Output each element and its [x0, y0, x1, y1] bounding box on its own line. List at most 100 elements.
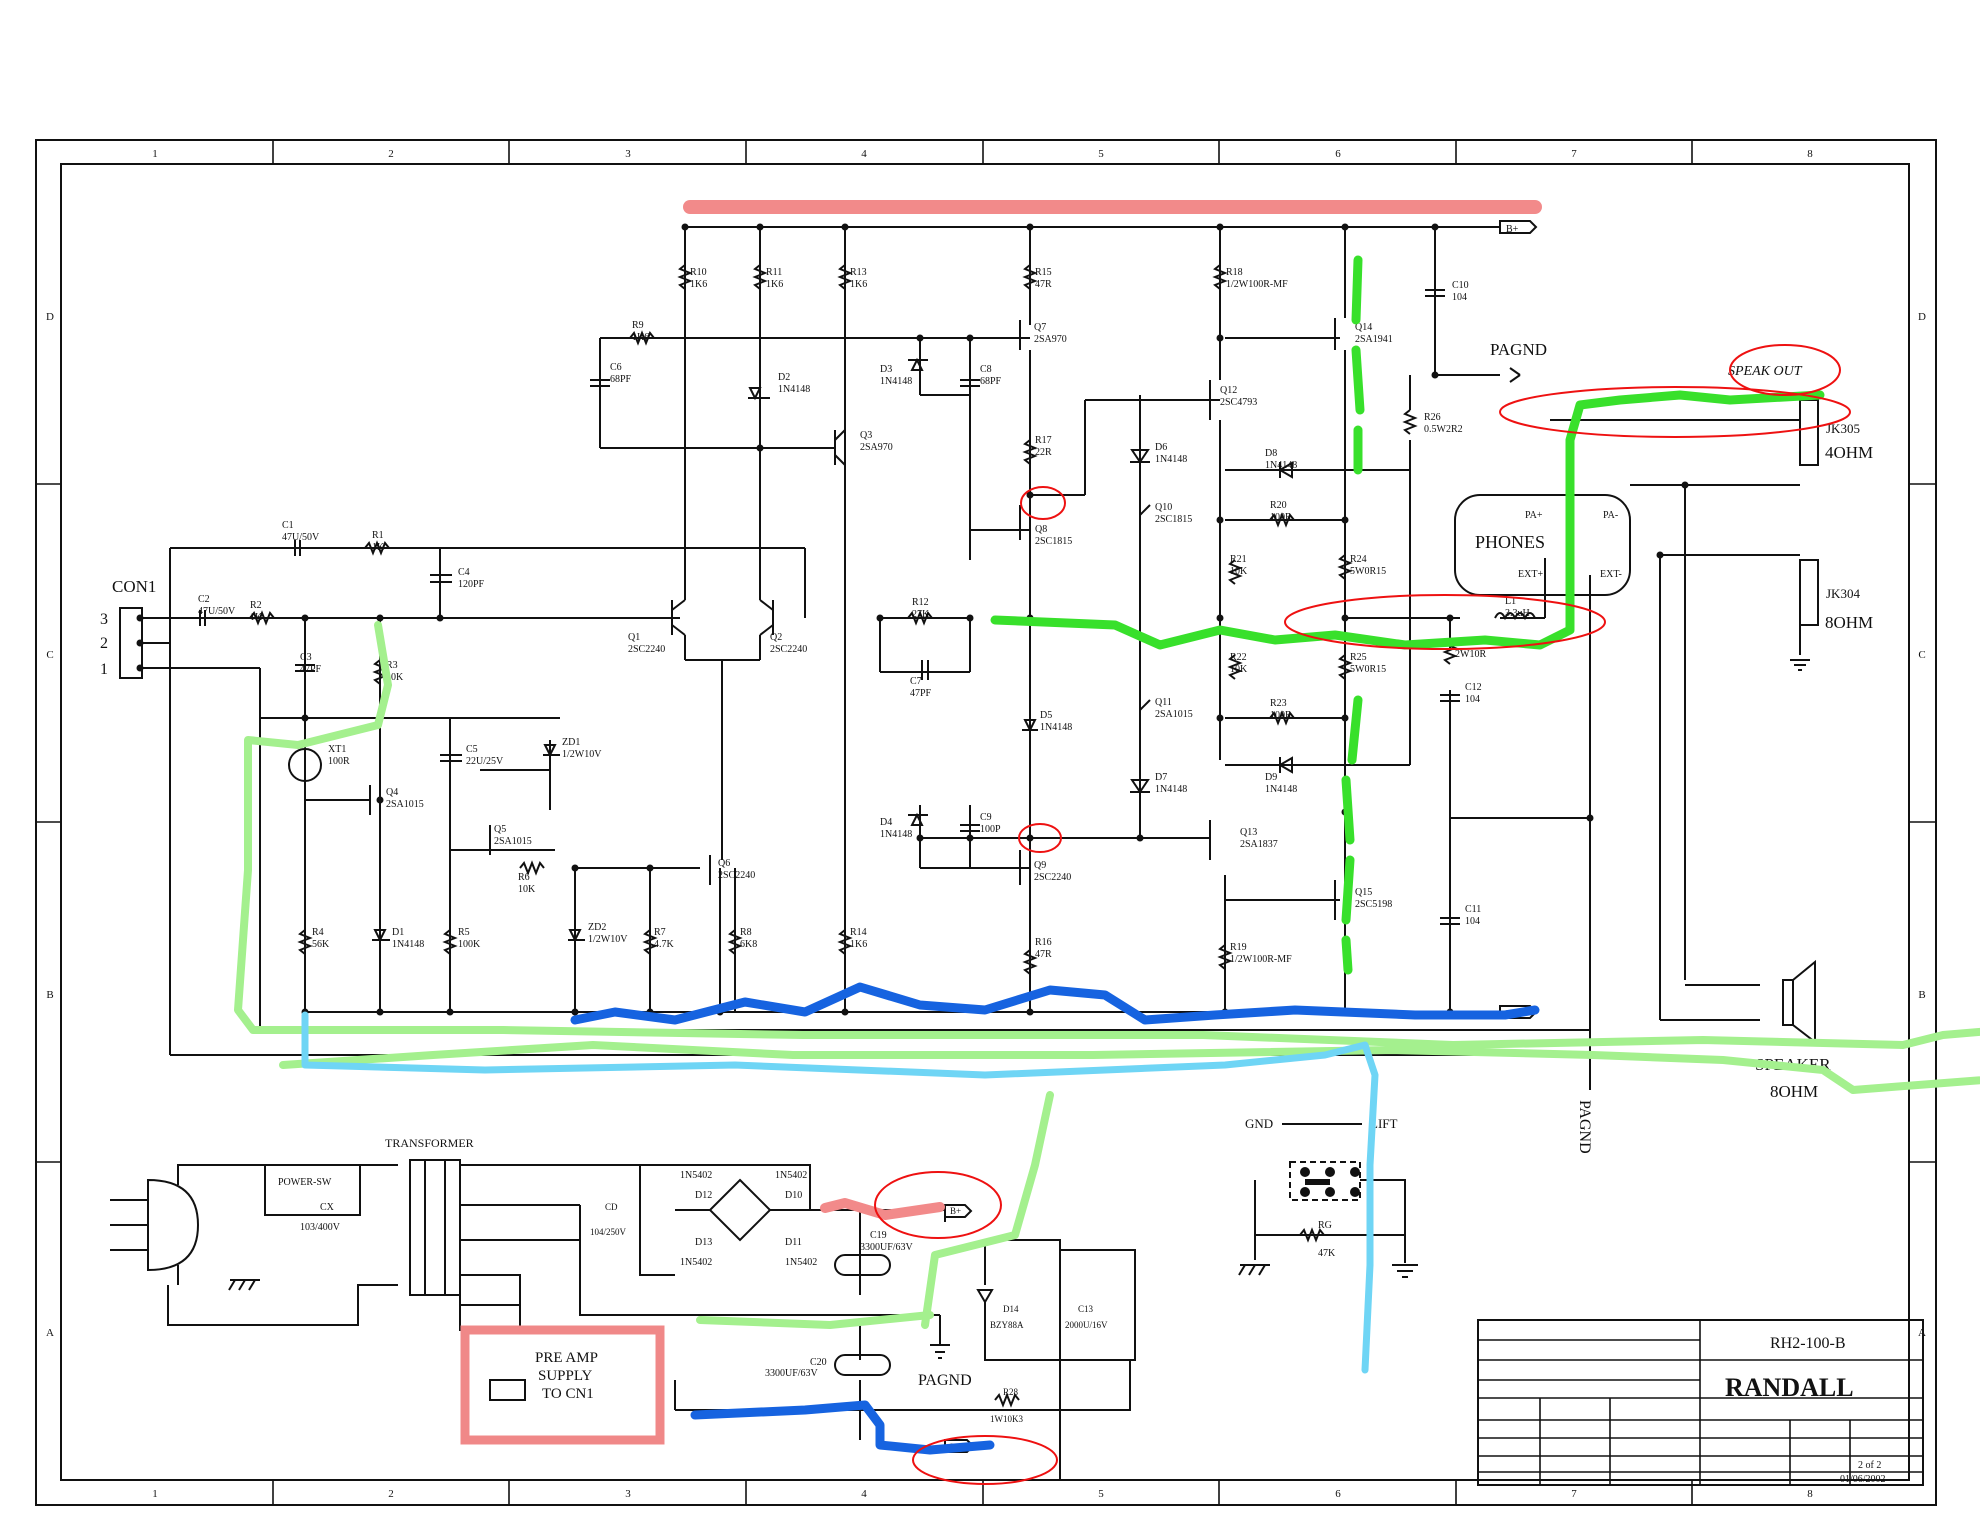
row-label-right-d: D	[1918, 311, 1926, 323]
d4-value: 1N4148	[880, 829, 912, 840]
r24-value: 5W0R15	[1350, 566, 1386, 577]
d10-value: 1N5402	[775, 1170, 807, 1181]
d4-name: D4	[880, 817, 892, 828]
r22-name: R22	[1230, 652, 1247, 663]
r16-name: R16	[1035, 937, 1052, 948]
r11-name: R11	[766, 267, 782, 278]
c8-name: C8	[980, 364, 992, 375]
r13-value: 1K6	[850, 279, 867, 290]
title-block: RH2-100-B RANDALL 2 of 2 01/06/2002	[1477, 1319, 1924, 1486]
c4-value: 120PF	[458, 579, 485, 590]
c9-value: 100P	[980, 824, 1001, 835]
c13-value: 2000U/16V	[1065, 1320, 1108, 1330]
q12-value: 2SC4793	[1220, 397, 1257, 408]
amplifier-wiring	[140, 226, 1801, 1090]
c11-value: 104	[1465, 916, 1480, 927]
d2-value: 1N4148	[778, 384, 810, 395]
c19-label: C19	[870, 1230, 887, 1241]
r25-name: R25	[1350, 652, 1367, 663]
r21-value: 10K	[1230, 566, 1248, 577]
q15-value: 2SC5198	[1355, 899, 1392, 910]
b-plus-rail-label: B+	[1506, 224, 1519, 235]
d5-value: 1N4148	[1040, 722, 1072, 733]
r19-name: R19	[1230, 942, 1247, 953]
power-supply-section: POWER-SW CX 103/400V TRANSFORMER PRE AMP…	[110, 1136, 1136, 1480]
cd-label: CD	[605, 1202, 618, 1212]
red-circle-b-minus-supply	[912, 1435, 1058, 1485]
r1-value: 1K	[372, 542, 385, 553]
rg-label: RG	[1318, 1220, 1332, 1231]
cx-value: 103/400V	[300, 1222, 341, 1233]
q12-name: Q12	[1220, 385, 1237, 396]
cd-value: 104/250V	[590, 1227, 627, 1237]
phones-label: PHONES	[1475, 532, 1545, 552]
c12-name: C12	[1465, 682, 1482, 693]
ground-lift-section: GND LIFT RG 47K	[1238, 1116, 1418, 1278]
xt1-name: XT1	[328, 744, 346, 755]
row-label-right-c: C	[1918, 649, 1925, 661]
r24-name: R24	[1350, 554, 1367, 565]
blue-trace-b-minus	[570, 982, 1540, 1455]
con1-pin-1: 1	[100, 661, 108, 678]
gnd-label: GND	[1245, 1116, 1273, 1131]
pagnd-supply-label: PAGND	[918, 1372, 972, 1389]
q13-name: Q13	[1240, 827, 1257, 838]
c19-value: 3300UF/63V	[860, 1242, 914, 1253]
col-label-bottom-5: 5	[1098, 1488, 1104, 1500]
cx-label: CX	[320, 1202, 335, 1213]
q7-value: 2SA970	[1034, 334, 1067, 345]
c6-value: 68PF	[610, 374, 632, 385]
row-label-right-b: B	[1918, 989, 1925, 1001]
r15-value: 47R	[1035, 279, 1052, 290]
r17-name: R17	[1035, 435, 1052, 446]
r26-value: 0.5W2R2	[1424, 424, 1463, 435]
q4-name: Q4	[386, 787, 398, 798]
col-label-bottom-4: 4	[861, 1488, 867, 1500]
r14-value: 1K6	[850, 939, 867, 950]
r20-name: R20	[1270, 500, 1287, 511]
q8-value: 2SC1815	[1035, 536, 1072, 547]
d10-label: D10	[785, 1190, 802, 1201]
pagnd-output-label: PAGND	[1490, 340, 1547, 359]
r26-name: R26	[1424, 412, 1441, 423]
q3-value: 2SA970	[860, 442, 893, 453]
col-label-top-8: 8	[1807, 148, 1813, 160]
red-circle-q9-base	[1018, 823, 1062, 853]
q6-name: Q6	[718, 858, 730, 869]
brand-label: RANDALL	[1725, 1373, 1854, 1402]
d3-value: 1N4148	[880, 376, 912, 387]
d1-name: D1	[392, 927, 404, 938]
c8-value: 68PF	[980, 376, 1002, 387]
c5-name: C5	[466, 744, 478, 755]
d3-name: D3	[880, 364, 892, 375]
q5-value: 2SA1015	[494, 836, 532, 847]
red-circle-b-plus-supply	[874, 1171, 1002, 1239]
l1-label-group: L13.3uH	[1505, 596, 1530, 619]
xt1-value: 100R	[328, 756, 350, 767]
preamp-line-3: TO CN1	[542, 1386, 594, 1402]
q1-name: Q1	[628, 632, 640, 643]
c12-value: 104	[1465, 694, 1480, 705]
con1-connector: CON1 3 2 1	[100, 577, 156, 679]
pagnd-bottom-label: PAGND	[1576, 1100, 1593, 1154]
